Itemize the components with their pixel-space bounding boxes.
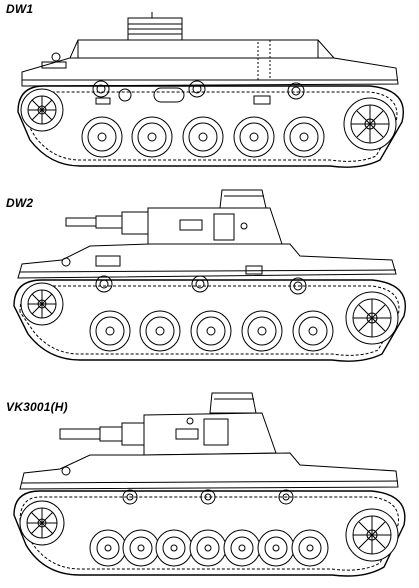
- vk3001-superstructure: [20, 453, 398, 489]
- dw1-track: [18, 86, 403, 167]
- vk3001-idler: [346, 509, 398, 561]
- label-dw1: DW1: [6, 2, 34, 16]
- vk3001-drive-sprocket: [20, 501, 64, 545]
- dw2-turret: [148, 190, 282, 246]
- dw1-road-wheels: [82, 117, 324, 157]
- dw1-return-rollers: [93, 81, 304, 99]
- vk3001-drawing: [0, 385, 419, 585]
- vk3001-gun: [60, 423, 144, 445]
- label-dw2: DW2: [6, 196, 34, 210]
- dw2-superstructure: [18, 244, 396, 278]
- dw1-drive-sprocket: [21, 89, 63, 131]
- vk3001-road-wheels: [90, 530, 328, 566]
- dw1-roof-rack: [128, 12, 182, 40]
- label-vk3001: VK3001(H): [6, 400, 68, 414]
- dw1-idler: [344, 98, 396, 150]
- dw1-hull-fittings: [42, 53, 270, 104]
- dw1-drawing: [0, 0, 419, 190]
- dw2-return-rollers: [96, 276, 306, 294]
- vk3001-turret: [144, 393, 276, 455]
- dw2-idler: [346, 292, 398, 344]
- dw2-drawing: [0, 190, 419, 385]
- dw1-superstructure: [22, 40, 398, 86]
- vk3001-return-rollers: [123, 490, 293, 504]
- dw2-gun: [66, 212, 148, 234]
- dw2-drive-sprocket: [21, 283, 63, 325]
- vk3001-track: [14, 491, 405, 576]
- dw2-road-wheels: [90, 311, 333, 351]
